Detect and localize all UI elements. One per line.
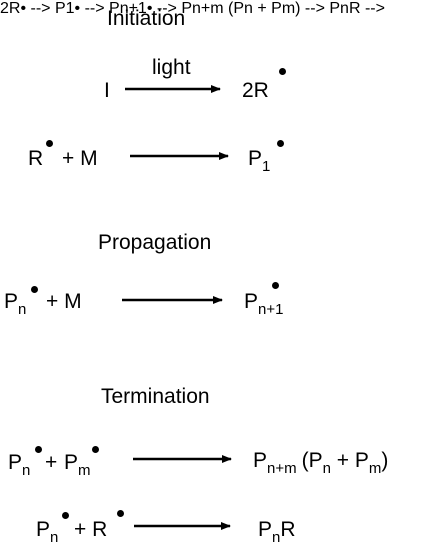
term2-product: PnR [258,518,296,545]
product-subscript: 1 [262,158,271,175]
init1-reactant: I [104,79,110,102]
reactant-base: P [36,518,51,541]
term2-reactant-a: Pn [36,518,58,545]
propagation-heading: Propagation [98,231,212,254]
radical-dot [117,510,124,517]
init2-reactant: R [28,147,44,170]
alt-subscript-1: n [322,460,331,477]
term1-product: Pn+m(Pn + Pm) [253,449,389,476]
alt-product-close: ) [381,449,389,472]
termination-heading: Termination [101,385,210,408]
term1-reactant-b: Pm [64,451,91,478]
init1-condition: light [152,56,191,79]
product-subscript: n+m [267,460,297,477]
alt-plus: + P [330,449,369,472]
product-tail: R [280,518,296,541]
radical-dot [277,140,284,147]
product-subscript: n+1 [258,301,284,318]
prop-plus: + M [46,290,82,313]
term1-plus: + [45,451,58,474]
product-subscript: n [272,529,281,546]
product-base: P [258,518,273,541]
reactant-base: P [64,451,79,474]
product-base: P [244,290,259,313]
radical-dot [279,68,286,75]
radical-dot [31,286,38,293]
reactant-subscript: n [18,301,27,318]
radical-dot [62,512,69,519]
init2-plus: + M [62,147,98,170]
radical-dot [272,282,279,289]
prop-product: Pn+1 [244,290,283,317]
radical-dot [46,140,53,147]
term2-plus: + R [74,518,108,541]
initiation-heading: Initiation [107,7,186,30]
radical-dot [35,446,42,453]
radical-dot [92,446,99,453]
reactant-subscript: m [78,462,91,479]
reactant-subscript: n [50,529,59,546]
reactant-subscript: n [22,462,31,479]
prop-reactant: Pn [4,290,26,317]
reactant-base: P [8,451,23,474]
alt-subscript-2: m [368,460,382,477]
init2-product: P1 [248,147,270,174]
term1-reactant-a: Pn [8,451,30,478]
reactant-base: P [4,290,19,313]
product-base: P [248,147,263,170]
init1-product: 2R [242,79,269,102]
alt-product-open: (P [301,449,323,472]
product-base: P [253,449,268,472]
